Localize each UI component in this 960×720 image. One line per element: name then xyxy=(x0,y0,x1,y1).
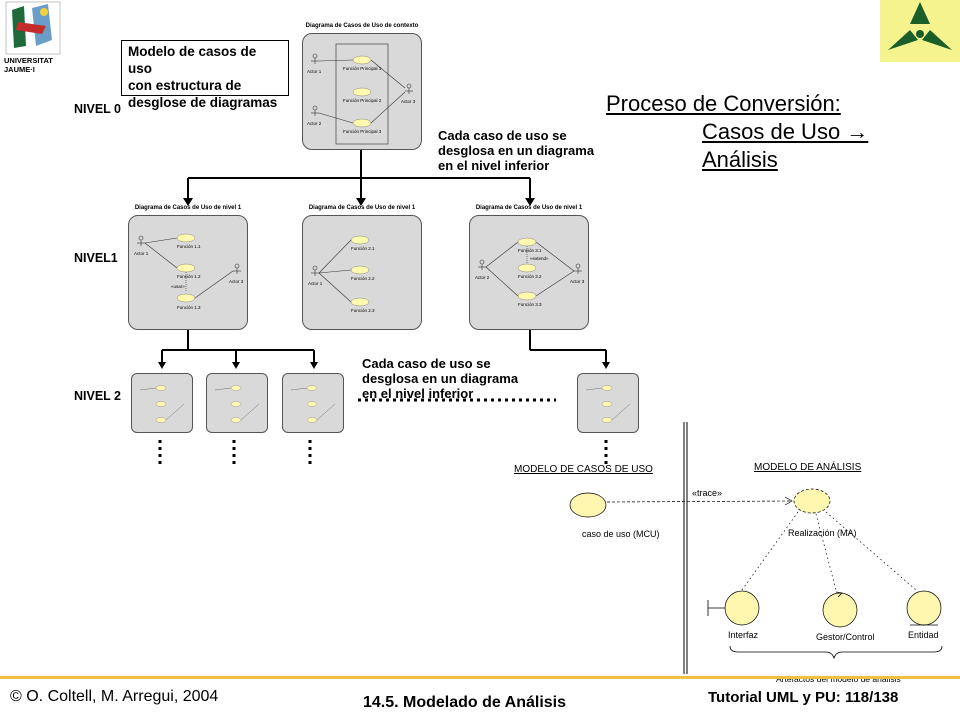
title-line-1: Proceso de Conversión: xyxy=(606,91,841,116)
title-line-3: Análisis xyxy=(702,147,778,172)
context-diagram: Diagrama de Casos de Uso de contexto Act… xyxy=(302,23,422,150)
level1-3-actor-2: Actor 3 xyxy=(570,279,585,284)
level1-1-relation: «usar» xyxy=(171,284,185,289)
trace-label: «trace» xyxy=(692,488,723,498)
brand-logo xyxy=(880,0,960,62)
context-actor-3: Actor 3 xyxy=(401,99,416,104)
artifacts-label: Artefactos del modelo de análisis xyxy=(776,674,901,684)
level-0-label: NIVEL 0 xyxy=(74,102,122,116)
context-case-2: Función Principal 2 xyxy=(343,98,382,103)
level2-diagram-1 xyxy=(131,373,193,433)
level1-diagram-2: Diagrama de Casos de Uso de nivel 1 Acto… xyxy=(302,205,422,330)
level1-diagram-3-title: Diagrama de Casos de Uso de nivel 1 xyxy=(475,205,583,211)
level1-2-case-2: Función 2.2 xyxy=(351,276,375,281)
context-case-1: Función Principal 1 xyxy=(343,66,382,71)
level1-1-case-1: Función 1.1 xyxy=(177,244,201,249)
level-2-label: NIVEL 2 xyxy=(74,389,122,403)
level1-3-relation: «extend» xyxy=(530,256,549,261)
level1-2-case-3: Función 2.3 xyxy=(351,308,375,313)
context-case-3: Función Principal 3 xyxy=(343,129,382,134)
level2-diagram-2 xyxy=(206,373,268,433)
entity-class-label: Entidad xyxy=(908,630,939,640)
level2-diagram-4 xyxy=(577,373,639,433)
level-1-label: NIVEL1 xyxy=(74,251,118,265)
level1-diagram-3: Diagrama de Casos de Uso de nivel 1 Acto… xyxy=(469,205,589,330)
level1-diagram-2-title: Diagrama de Casos de Uso de nivel 1 xyxy=(308,205,416,211)
footer-divider xyxy=(0,676,960,679)
level1-2-actor-1: Actor 1 xyxy=(308,281,323,286)
title-line-2: Casos de Uso → xyxy=(702,119,869,144)
level1-3-case-1: Función 3.1 xyxy=(518,248,542,253)
level1-3-case-2: Función 3.2 xyxy=(518,274,542,279)
interface-class-label: Interfaz xyxy=(728,630,759,640)
university-logo: UNIVERSITAT JAUME·I xyxy=(2,0,64,78)
level1-3-actor-1: Actor 2 xyxy=(475,275,490,280)
level1-diagram-1: Diagrama de Casos de Uso de nivel 1 Acto… xyxy=(128,205,248,330)
footer-section: 14.5. Modelado de Análisis xyxy=(363,694,567,711)
level0-description-box: Modelo de casos de uso con estructura de… xyxy=(121,40,289,110)
context-diagram-title: Diagrama de Casos de Uso de contexto xyxy=(305,23,419,29)
analysis-model-panel: MODELO DE CASOS DE USO MODELO DE ANÁLISI… xyxy=(486,418,960,684)
level1-2-case-1: Función 2.1 xyxy=(351,246,375,251)
level1-1-case-3: Función 1.3 xyxy=(177,305,201,310)
mcu-title: MODELO DE CASOS DE USO xyxy=(514,464,653,475)
usecase-label: caso de uso (MCU) xyxy=(582,529,660,539)
level1-1-case-2: Función 1.2 xyxy=(177,274,201,279)
control-class-label: Gestor/Control xyxy=(816,632,875,642)
level1-1-actor-2: Actor 3 xyxy=(229,279,244,284)
footer-copyright: © O. Coltell, M. Arregui, 2004 xyxy=(10,688,219,705)
level1-diagram-1-title: Diagrama de Casos de Uso de nivel 1 xyxy=(134,205,242,211)
ma-title: MODELO DE ANÁLISIS xyxy=(754,462,862,473)
logo-text: UNIVERSITAT JAUME·I xyxy=(4,56,53,74)
level2-diagram-3 xyxy=(282,373,344,433)
context-actor-1: Actor 1 xyxy=(307,69,322,74)
footer-page-number: Tutorial UML y PU: 118/138 xyxy=(708,689,899,706)
level1-1-actor-1: Actor 1 xyxy=(134,251,149,256)
level1-3-case-3: Función 3.3 xyxy=(518,302,542,307)
slide-title: Proceso de Conversión: Casos de Uso → An… xyxy=(606,90,868,174)
context-actor-2: Actor 2 xyxy=(307,121,322,126)
realization-label: Realización (MA) xyxy=(788,528,857,538)
